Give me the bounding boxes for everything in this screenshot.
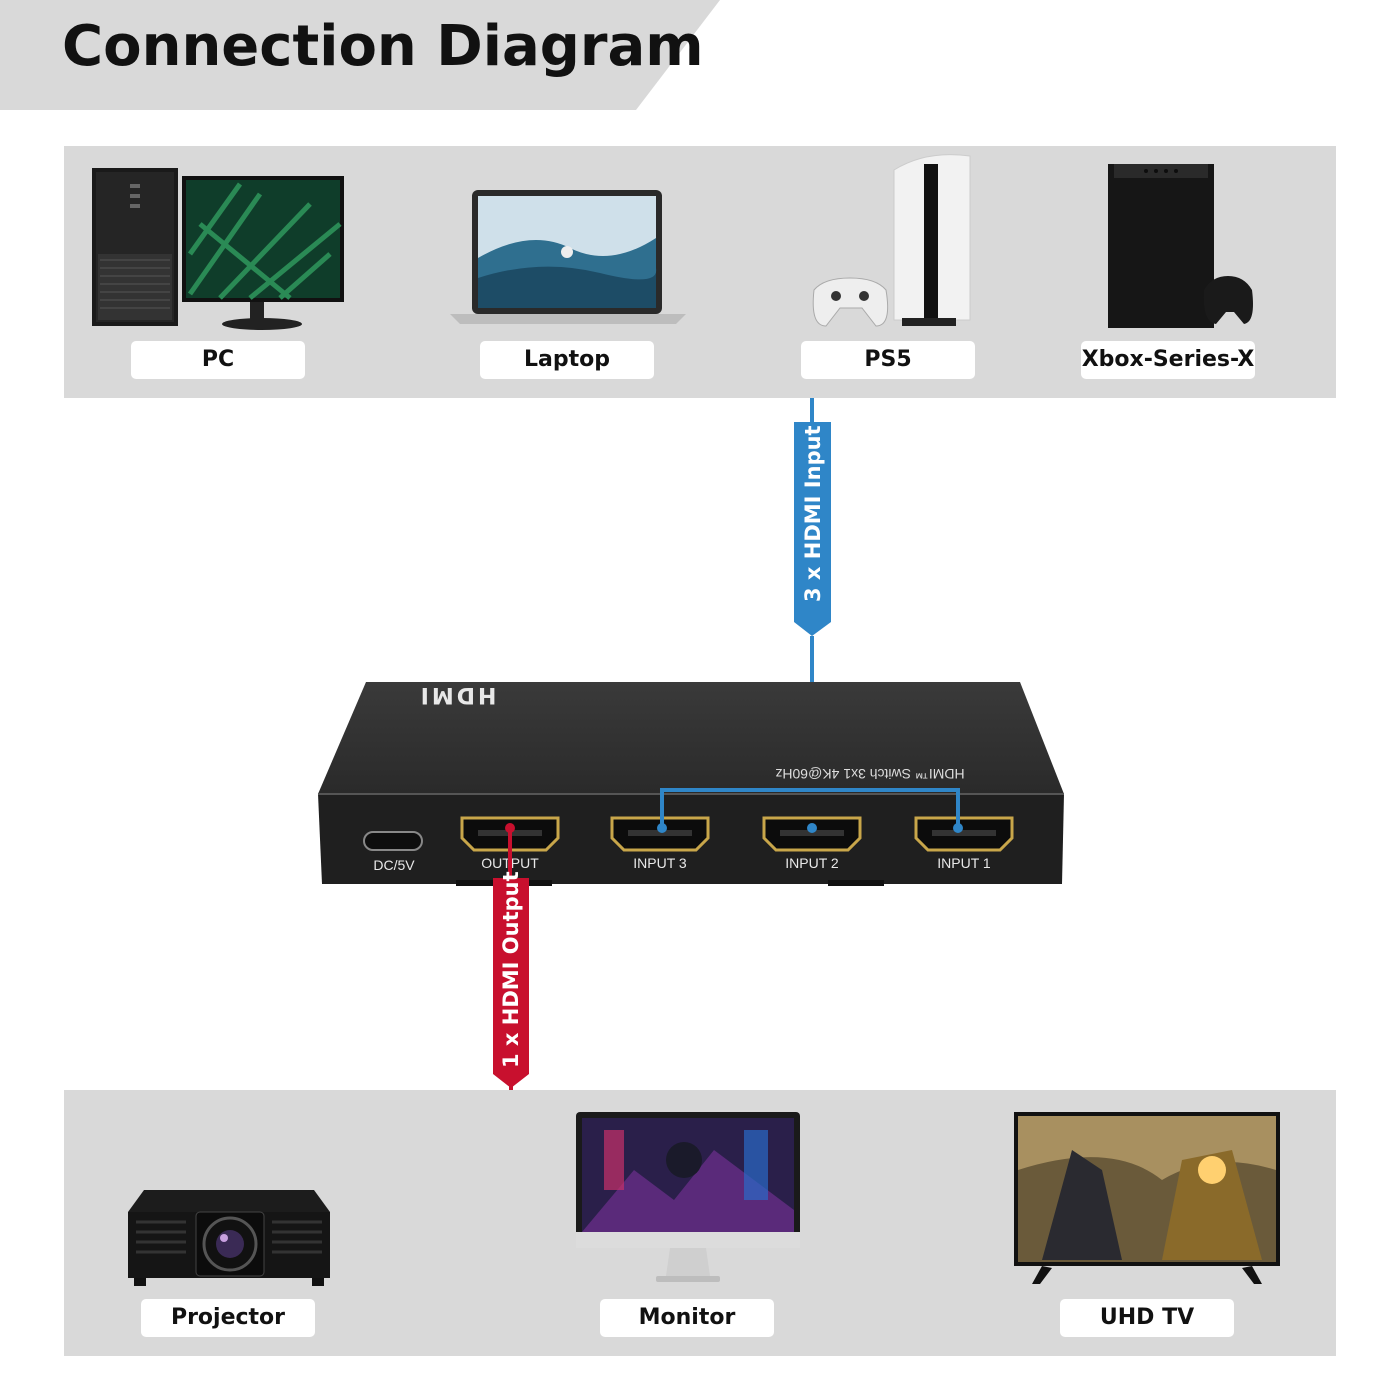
source-label-pc: PC <box>131 341 305 379</box>
title-band <box>0 0 720 110</box>
display-label-monitor: Monitor <box>600 1299 774 1337</box>
port-label-input-3: INPUT 3 <box>633 855 687 871</box>
pc-icon <box>90 164 350 334</box>
xbox-icon <box>1106 162 1256 330</box>
source-label-laptop: Laptop <box>480 341 654 379</box>
projector-icon <box>124 1182 334 1288</box>
port-label-dc: DC/5V <box>373 857 415 873</box>
port-label-input-2: INPUT 2 <box>785 855 839 871</box>
tv-icon <box>1012 1110 1282 1286</box>
ps5-icon <box>806 150 976 330</box>
display-label-projector: Projector <box>141 1299 315 1337</box>
monitor-icon <box>574 1110 802 1286</box>
hdmi-switch <box>316 680 1066 886</box>
source-label-ps5: PS5 <box>801 341 975 379</box>
source-label-xbox: Xbox-Series-X <box>1081 341 1255 379</box>
page-title: Connection Diagram <box>62 14 704 79</box>
display-label-uhd-tv: UHD TV <box>1060 1299 1234 1337</box>
laptop-icon <box>450 188 686 328</box>
output-cable-label: 1 x HDMI Output <box>499 871 523 1068</box>
port-label-input-1: INPUT 1 <box>937 855 991 871</box>
